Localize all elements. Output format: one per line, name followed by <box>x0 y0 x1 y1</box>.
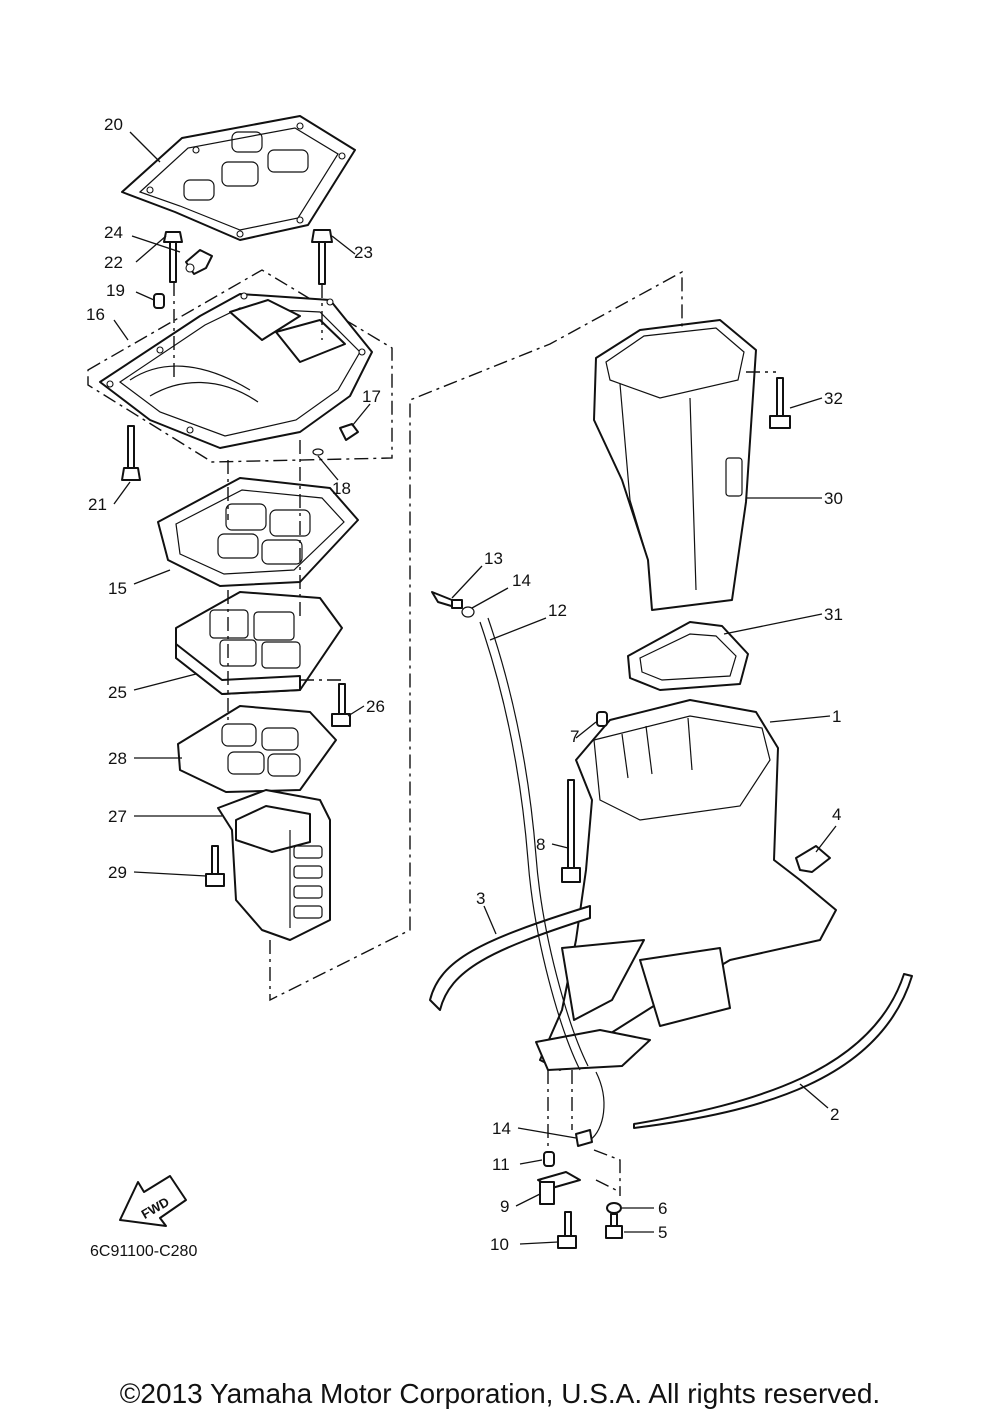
part-labels: 20 24 22 23 19 16 17 18 21 15 25 26 28 2… <box>86 115 843 1254</box>
label-26: 26 <box>366 697 385 716</box>
part-13-fitting <box>431 591 463 609</box>
part-32-bolt <box>769 377 791 429</box>
label-3: 3 <box>476 889 485 908</box>
label-15: 15 <box>108 579 127 598</box>
part-31-gasket <box>627 621 749 691</box>
part-28-gasket <box>177 705 337 793</box>
part-22-bolt <box>163 231 183 283</box>
label-21: 21 <box>88 495 107 514</box>
part-16-exhaust-guide <box>87 269 393 463</box>
label-11: 11 <box>492 1155 510 1174</box>
part-6-washer <box>606 1202 622 1214</box>
label-13: 13 <box>484 549 503 568</box>
part-15-gasket <box>157 477 359 587</box>
part-23-bolt <box>311 229 333 285</box>
label-14-upper: 14 <box>512 571 531 590</box>
copyright-notice: ©2013 Yamaha Motor Corporation, U.S.A. A… <box>119 1378 881 1409</box>
part-2-seal-strip <box>633 973 913 1129</box>
part-26-bolt <box>331 683 351 727</box>
fwd-arrow-icon: FWD <box>119 1175 187 1227</box>
label-29: 29 <box>108 863 127 882</box>
label-10: 10 <box>490 1235 509 1254</box>
label-16: 16 <box>86 305 105 324</box>
part-14-clamp-upper <box>461 606 475 618</box>
part-24-fitting <box>185 249 213 275</box>
part-5-bolt <box>605 1213 623 1239</box>
diagram-code: 6C91100-C280 <box>90 1243 197 1260</box>
leader-lines <box>113 131 837 1245</box>
label-20: 20 <box>104 115 123 134</box>
part-18-oring <box>312 448 324 456</box>
label-22: 22 <box>104 253 123 272</box>
label-30: 30 <box>824 489 843 508</box>
label-7: 7 <box>570 727 579 746</box>
label-6: 6 <box>658 1199 667 1218</box>
part-25-adapter <box>175 591 343 695</box>
assembly-lines <box>173 270 776 1196</box>
part-3-seal-strip <box>429 905 591 1011</box>
label-1: 1 <box>832 707 841 726</box>
label-19: 19 <box>106 281 125 300</box>
label-18: 18 <box>332 479 351 498</box>
part-12-hose <box>479 617 605 1141</box>
part-20-gasket <box>121 115 356 241</box>
label-4: 4 <box>832 805 841 824</box>
part-11-pin <box>543 1151 555 1167</box>
part-1-upper-casing <box>535 699 837 1071</box>
part-8-stud <box>561 779 581 883</box>
label-28: 28 <box>108 749 127 768</box>
label-9: 9 <box>500 1197 509 1216</box>
part-17-fitting <box>339 423 359 441</box>
label-8: 8 <box>536 835 545 854</box>
label-12: 12 <box>548 601 567 620</box>
part-10-bolt <box>557 1211 577 1249</box>
label-14-lower: 14 <box>492 1119 511 1138</box>
part-30-oil-pan <box>593 319 757 611</box>
part-19-pin <box>153 293 165 309</box>
part-9-bracket <box>537 1171 581 1205</box>
label-24: 24 <box>104 223 123 242</box>
part-27-exhaust-manifold <box>217 789 331 941</box>
label-17: 17 <box>362 387 381 406</box>
label-31: 31 <box>824 605 843 624</box>
part-29-bolt <box>205 845 225 887</box>
part-21-bolt <box>121 425 141 481</box>
part-4-cap <box>795 845 831 873</box>
part-7-pin <box>596 711 608 727</box>
label-25: 25 <box>108 683 127 702</box>
label-5: 5 <box>658 1223 667 1242</box>
label-23: 23 <box>354 243 373 262</box>
label-2: 2 <box>830 1105 839 1124</box>
label-27: 27 <box>108 807 127 826</box>
part-14-clamp-lower <box>575 1129 593 1147</box>
label-32: 32 <box>824 389 843 408</box>
